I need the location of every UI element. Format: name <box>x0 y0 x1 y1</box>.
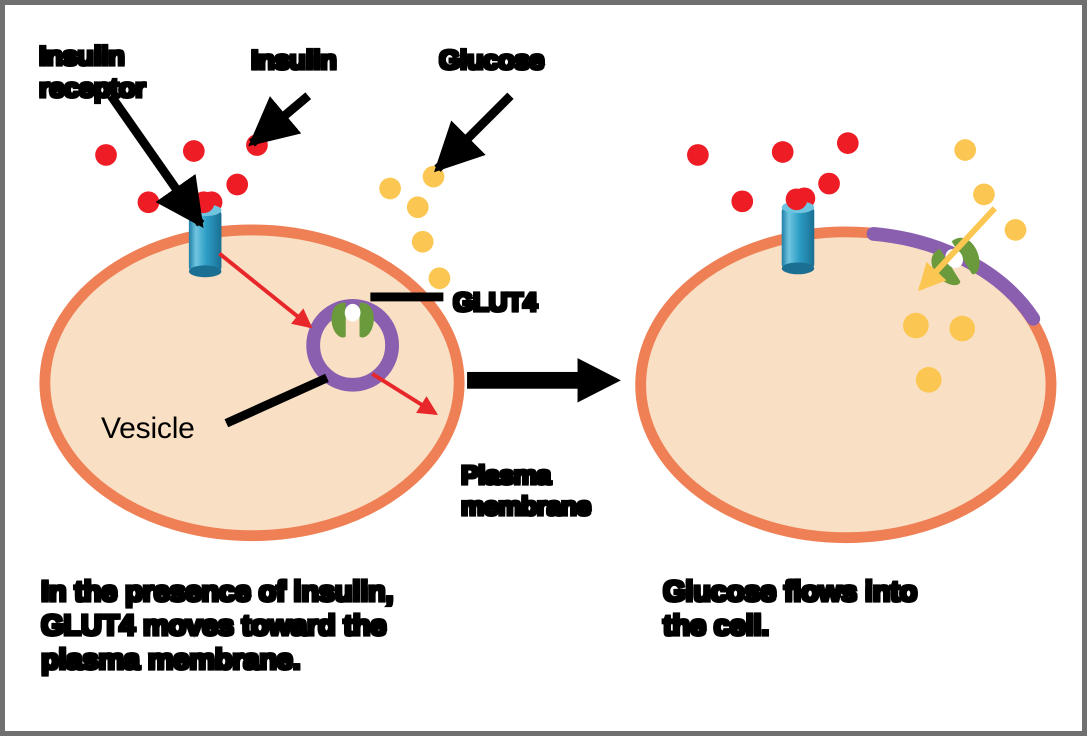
glucose-molecules-outside-right <box>954 139 1027 241</box>
insulin-molecule <box>226 173 249 196</box>
glut4-transporter-vesicle <box>331 302 374 338</box>
glucose-entry-arrow <box>918 206 997 292</box>
glucose-molecule <box>406 196 429 219</box>
glucose-molecule <box>949 315 976 342</box>
receptor-body <box>781 207 815 269</box>
signal-arrow-receptor-to-vesicle <box>218 252 313 329</box>
vesicle-left <box>306 298 399 392</box>
insulin-molecule <box>95 144 117 166</box>
glucose-molecule <box>428 267 451 290</box>
cell-body-left <box>39 224 465 542</box>
label-glut4: GLUT4 <box>451 285 539 318</box>
label-plasma-membrane: Plasma membrane <box>459 458 592 522</box>
insulin-molecule <box>182 140 205 162</box>
leader-insulin-receptor <box>107 93 205 228</box>
glucose-molecule <box>411 230 434 253</box>
glucose-molecules-left <box>379 165 451 290</box>
signal-arrow-vesicle-to-membrane <box>371 372 438 416</box>
insulin-molecule <box>836 132 859 154</box>
bound-insulin-molecule <box>785 188 808 211</box>
left-panel-cell <box>39 224 465 542</box>
insulin-molecules-right <box>687 132 859 213</box>
process-arrow <box>467 358 621 403</box>
caption-right: Glucose flows into the cell. <box>661 574 919 643</box>
label-insulin-receptor: Insulin receptor <box>37 39 147 104</box>
label-insulin: Insulin <box>249 43 338 76</box>
label-vesicle: Vesicle <box>101 412 195 445</box>
process-arrow-shaft <box>467 371 590 389</box>
glucose-molecules-inside-right <box>903 312 976 393</box>
glucose-molecule <box>954 139 977 161</box>
insulin-molecule <box>137 191 160 214</box>
caption-left: In the presence of insulin, GLUT4 moves … <box>39 574 395 678</box>
insulin-receptor-right <box>781 188 815 275</box>
insulin-molecule <box>687 144 709 166</box>
label-glucose: Glucose <box>437 43 546 76</box>
glucose-molecule <box>379 177 401 200</box>
diagram-canvas <box>39 92 1057 544</box>
glut4-right-lobe <box>359 302 374 338</box>
glut4-left-lobe <box>331 302 346 338</box>
process-arrow-head <box>577 358 621 403</box>
glucose-molecule <box>915 367 942 393</box>
insulin-molecule <box>731 190 754 213</box>
glut4-pore <box>344 303 361 322</box>
right-panel-cell <box>635 226 1057 544</box>
leader-insulin <box>248 92 312 147</box>
glucose-molecule <box>973 183 995 206</box>
leader-glucose <box>434 92 514 173</box>
insulin-molecule <box>818 172 840 195</box>
glucose-molecule <box>903 312 929 339</box>
receptor-bottom-cap <box>188 265 222 278</box>
leader-vesicle <box>224 373 329 428</box>
cell-body-right <box>635 226 1057 544</box>
glucose-molecule <box>1004 219 1027 241</box>
receptor-bottom-cap <box>781 262 815 275</box>
insulin-molecule <box>771 141 794 163</box>
